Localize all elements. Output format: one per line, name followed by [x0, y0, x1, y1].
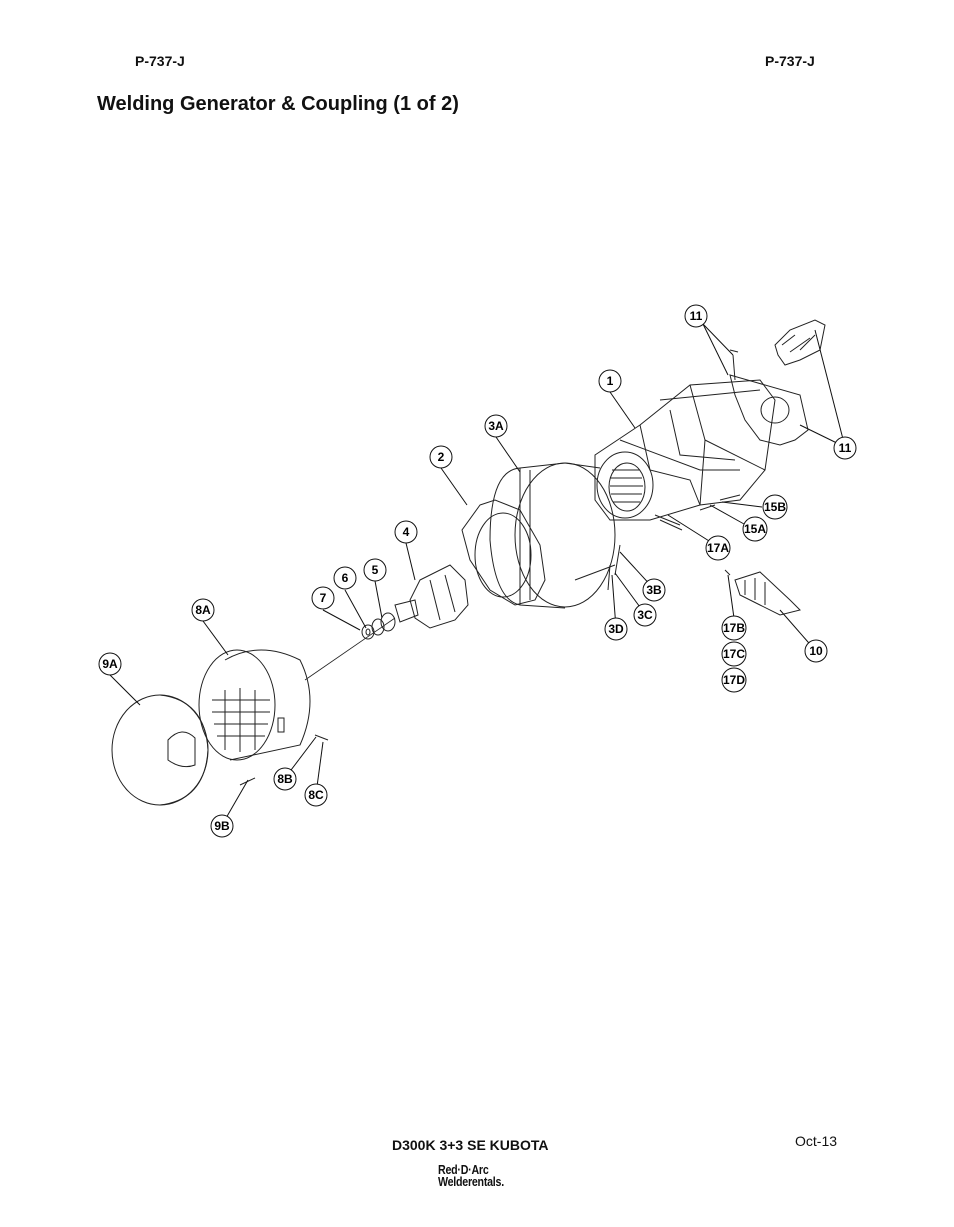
callout-11-right: 11 — [833, 436, 857, 460]
svg-text:15A: 15A — [744, 522, 766, 536]
callout-8A: 8A — [191, 598, 215, 622]
svg-text:1: 1 — [607, 374, 614, 388]
mounting-plate-part — [729, 319, 826, 446]
header-left-code: P-737-J — [135, 53, 185, 69]
callout-17A: 17A — [705, 535, 731, 561]
svg-text:17D: 17D — [723, 673, 745, 687]
callout-4: 4 — [394, 520, 418, 544]
brush-holder-part — [734, 571, 801, 616]
svg-text:8C: 8C — [308, 788, 324, 802]
bearing-part — [361, 612, 396, 640]
svg-text:17A: 17A — [707, 541, 729, 555]
svg-text:3D: 3D — [608, 622, 624, 636]
callout-17C: 17C — [721, 641, 747, 667]
svg-text:4: 4 — [403, 525, 410, 539]
svg-text:3B: 3B — [646, 583, 662, 597]
footer-model: D300K 3+3 SE KUBOTA — [392, 1137, 549, 1153]
callout-8B: 8B — [273, 767, 297, 791]
logo-line-1: Red·D·Arc — [438, 1162, 489, 1177]
stator-cylinder-part — [489, 462, 616, 609]
svg-text:11: 11 — [690, 309, 703, 323]
svg-text:6: 6 — [342, 571, 349, 585]
end-cap-part — [111, 694, 209, 806]
callout-8C: 8C — [304, 783, 328, 807]
callout-6: 6 — [333, 566, 357, 590]
brand-logo: Red·D·Arc Welderentals. — [438, 1162, 504, 1189]
rotor-part — [394, 564, 469, 629]
callout-17B: 17B — [721, 615, 747, 641]
svg-text:8B: 8B — [277, 772, 293, 786]
callout-3B: 3B — [642, 578, 666, 602]
svg-text:2: 2 — [438, 450, 445, 464]
callout-11-top: 11 — [684, 304, 708, 328]
leader-lines — [109, 323, 846, 826]
footer-date: Oct-13 — [795, 1133, 838, 1149]
svg-text:9A: 9A — [102, 657, 118, 671]
svg-text:17B: 17B — [723, 621, 745, 635]
svg-text:3A: 3A — [488, 419, 504, 433]
page-title: Welding Generator & Coupling (1 of 2) — [97, 93, 459, 115]
svg-text:10: 10 — [809, 644, 823, 658]
callout-labels: 11 11 1 3A 2 4 6 5 7 8A 9A 15B 15A 17A 3… — [98, 304, 857, 838]
callout-3A: 3A — [484, 414, 508, 438]
logo-line-2: Welderentals. — [438, 1174, 504, 1189]
callout-5: 5 — [363, 558, 387, 582]
fan-guard-part — [198, 649, 311, 761]
callout-2: 2 — [429, 445, 453, 469]
callout-15A: 15A — [742, 516, 768, 542]
stator-frame-part — [594, 379, 776, 521]
callout-9B: 9B — [210, 814, 234, 838]
header-right-code: P-737-J — [765, 53, 815, 69]
svg-text:3C: 3C — [637, 608, 653, 622]
svg-text:15B: 15B — [764, 500, 786, 514]
callout-1: 1 — [598, 369, 622, 393]
svg-text:5: 5 — [372, 563, 379, 577]
callout-17D: 17D — [721, 667, 747, 693]
svg-text:9B: 9B — [214, 819, 230, 833]
svg-text:17C: 17C — [723, 647, 745, 661]
callout-3C: 3C — [633, 603, 657, 627]
svg-text:11: 11 — [839, 441, 852, 455]
callout-7: 7 — [311, 586, 335, 610]
shaft-centerline — [304, 617, 396, 681]
callout-3D: 3D — [604, 617, 628, 641]
callout-9A: 9A — [98, 652, 122, 676]
callout-15B: 15B — [762, 494, 788, 520]
svg-text:7: 7 — [320, 591, 327, 605]
fan-ring-part — [461, 499, 546, 606]
svg-text:8A: 8A — [195, 603, 211, 617]
callout-10: 10 — [804, 639, 828, 663]
